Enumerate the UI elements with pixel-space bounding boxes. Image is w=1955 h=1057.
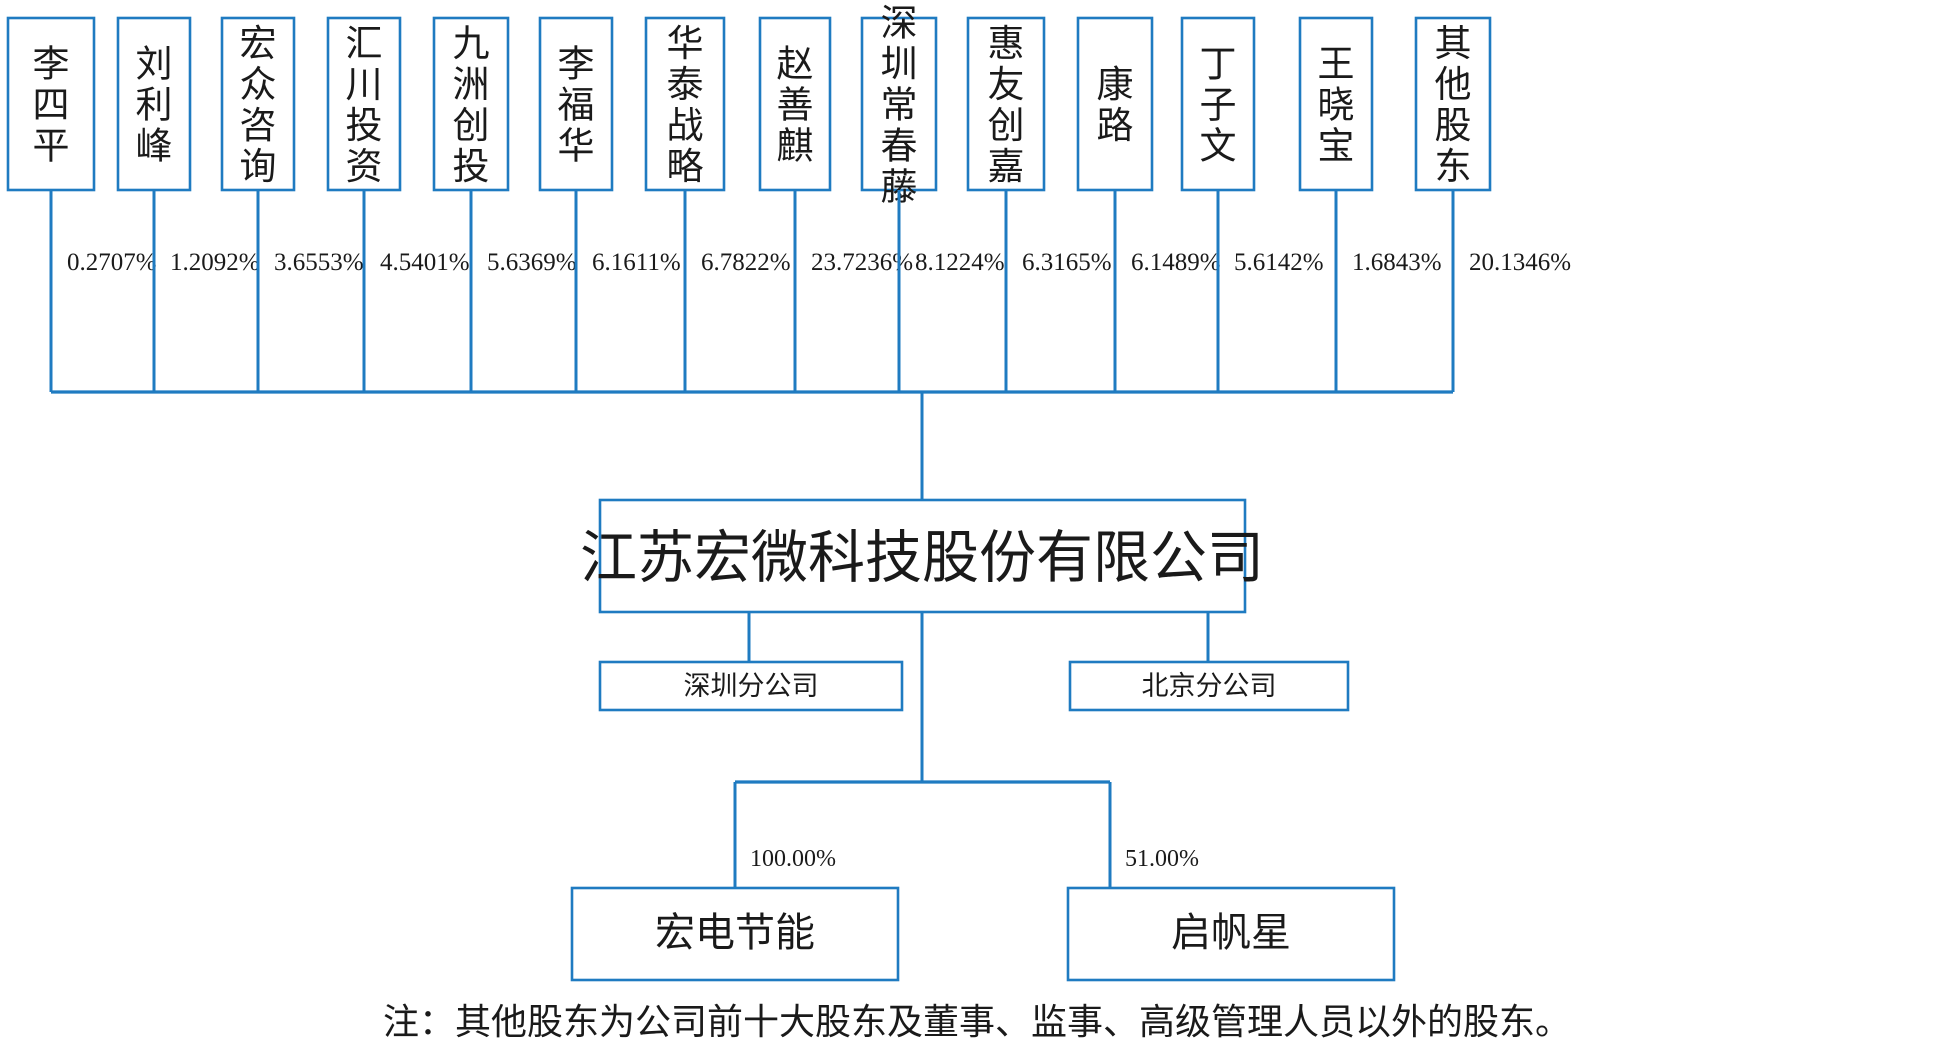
shareholder-node[interactable]: 李福华 6.1611% bbox=[538, 16, 681, 392]
shareholder-percent: 3.6553% bbox=[274, 249, 364, 276]
shareholder-name: 赵善麒 bbox=[777, 45, 814, 168]
shareholder-percent: 4.5401% bbox=[380, 249, 470, 276]
shareholder-percent: 6.7822% bbox=[701, 249, 791, 276]
shareholder-box[interactable] bbox=[966, 16, 1046, 192]
shareholder-box[interactable] bbox=[860, 16, 938, 192]
shareholder-box[interactable] bbox=[326, 16, 402, 192]
shareholder-percent: 8.1224% bbox=[915, 249, 1005, 276]
company-node[interactable]: 江苏宏微科技股份有限公司 bbox=[580, 498, 1264, 614]
subsidiary-percent: 100.00% bbox=[750, 846, 836, 872]
company-box[interactable] bbox=[598, 498, 1247, 614]
branch-node[interactable]: 北京分公司 bbox=[1068, 612, 1350, 712]
shareholder-node[interactable]: 深圳常春藤 8.1224% bbox=[860, 4, 1005, 393]
branch-node[interactable]: 深圳分公司 bbox=[598, 612, 904, 712]
subsidiary-box[interactable] bbox=[570, 886, 900, 982]
shareholder-box[interactable] bbox=[644, 16, 726, 192]
shareholder-box[interactable] bbox=[1298, 16, 1374, 192]
shareholder-box[interactable] bbox=[432, 16, 510, 192]
shareholder-node[interactable]: 惠友创嘉 6.3165% bbox=[966, 16, 1112, 392]
shareholder-box[interactable] bbox=[1076, 16, 1154, 192]
shareholder-percent: 1.2092% bbox=[170, 249, 260, 276]
subsidiary-name: 启帆星 bbox=[1171, 910, 1291, 955]
branch-box[interactable] bbox=[598, 660, 904, 712]
company-name: 江苏宏微科技股份有限公司 bbox=[580, 527, 1264, 590]
shareholder-box[interactable] bbox=[1180, 16, 1256, 192]
subsidiaries-layer: 100.00% 宏电节能 51.00% 启帆星 bbox=[570, 846, 1396, 982]
shareholder-percent: 6.3165% bbox=[1022, 249, 1112, 276]
footnote: 注：其他股东为公司前十大股东及董事、监事、高级管理人员以外的股东。 bbox=[383, 1002, 1571, 1042]
shareholder-name: 华泰战略 bbox=[667, 23, 704, 188]
shareholder-name: 其他股东 bbox=[1435, 24, 1472, 188]
subsidiary-box[interactable] bbox=[1066, 886, 1396, 982]
shareholder-name: 九洲创投 bbox=[453, 24, 490, 188]
shareholder-node[interactable]: 宏众咨询 3.6553% bbox=[220, 16, 364, 392]
shareholder-node[interactable]: 赵善麒 23.7236% bbox=[758, 16, 913, 392]
shareholder-name: 王晓宝 bbox=[1318, 45, 1355, 168]
shareholder-percent: 1.6843% bbox=[1352, 249, 1442, 276]
branches-layer: 深圳分公司 北京分公司 bbox=[598, 612, 1350, 712]
shareholder-name: 康路 bbox=[1097, 64, 1134, 147]
shareholder-percent: 6.1611% bbox=[592, 249, 681, 276]
shareholder-node[interactable]: 王晓宝 1.6843% bbox=[1298, 16, 1442, 392]
shareholder-box[interactable] bbox=[6, 16, 96, 192]
shareholder-name: 丁子文 bbox=[1200, 45, 1237, 168]
branch-name: 深圳分公司 bbox=[684, 671, 819, 701]
shareholder-node[interactable]: 其他股东 20.1346% bbox=[1414, 16, 1571, 392]
branch-name: 北京分公司 bbox=[1142, 671, 1277, 701]
shareholder-node[interactable]: 华泰战略 6.7822% bbox=[644, 16, 791, 392]
shareholder-name: 李四平 bbox=[33, 45, 70, 168]
subsidiary-node[interactable]: 100.00% 宏电节能 bbox=[570, 846, 900, 982]
shareholder-name: 汇川投资 bbox=[346, 24, 383, 188]
shareholder-node[interactable]: 李四平 0.2707% bbox=[6, 16, 157, 392]
shareholder-percent: 0.2707% bbox=[67, 249, 157, 276]
subsidiary-name: 宏电节能 bbox=[655, 910, 815, 955]
shareholder-node[interactable]: 刘利峰 1.2092% bbox=[116, 16, 260, 392]
shareholder-node[interactable]: 汇川投资 4.5401% bbox=[326, 16, 470, 392]
subsidiary-percent: 51.00% bbox=[1125, 846, 1199, 872]
shareholder-node[interactable]: 九洲创投 5.6369% bbox=[432, 16, 577, 392]
shareholder-node[interactable]: 丁子文 5.6142% bbox=[1180, 16, 1324, 392]
shareholder-box[interactable] bbox=[1414, 16, 1492, 192]
shareholder-node[interactable]: 康路 6.1489% bbox=[1076, 16, 1221, 392]
branch-box[interactable] bbox=[1068, 660, 1350, 712]
shareholder-percent: 23.7236% bbox=[811, 249, 913, 276]
shareholder-name: 宏众咨询 bbox=[240, 23, 277, 188]
shareholder-percent: 6.1489% bbox=[1131, 249, 1221, 276]
shareholder-name: 李福华 bbox=[558, 45, 595, 168]
shareholder-percent: 5.6142% bbox=[1234, 249, 1324, 276]
shareholder-name: 刘利峰 bbox=[136, 45, 173, 168]
shareholders-layer: 李四平 0.2707% 刘利峰 1.2092% 宏众咨询 3.6553% 汇川投资 4.540… bbox=[6, 4, 1571, 393]
shareholder-percent: 5.6369% bbox=[487, 249, 577, 276]
subsidiary-node[interactable]: 51.00% 启帆星 bbox=[1066, 846, 1396, 982]
shareholder-name: 惠友创嘉 bbox=[988, 24, 1025, 188]
shareholder-box[interactable] bbox=[538, 16, 614, 192]
shareholder-name: 深圳常春藤 bbox=[881, 4, 918, 209]
shareholder-percent: 20.1346% bbox=[1469, 249, 1571, 276]
